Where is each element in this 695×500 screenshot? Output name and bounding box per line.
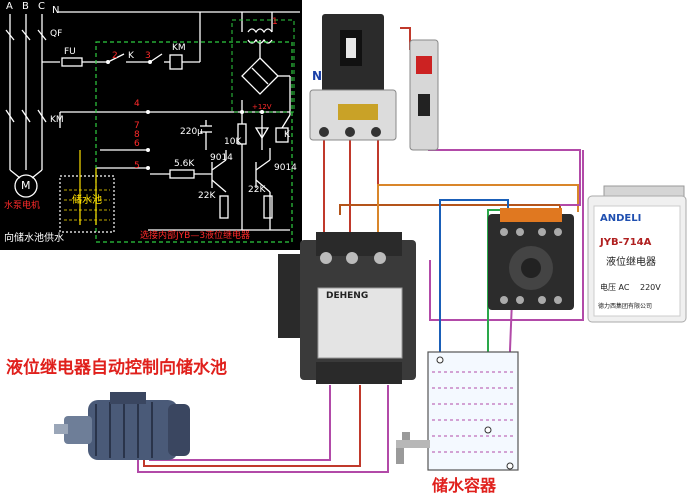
neutral-label: N xyxy=(52,5,60,16)
transistor-1-label: 9014 xyxy=(210,153,233,163)
bottom-right-caption: 选接内部JYB—3液位继电器 xyxy=(140,231,251,241)
motor-symbol-label: M xyxy=(21,179,31,192)
motor-caption: 水泵电机 xyxy=(4,201,41,211)
km-main-label: KM xyxy=(50,115,64,125)
wire-purple-2 xyxy=(429,150,584,321)
contactor-brand: DEHENG xyxy=(326,291,369,301)
transistor-2-label: 9014 xyxy=(274,163,297,173)
phase-a-label: A xyxy=(6,1,13,12)
wire-red-top xyxy=(400,27,411,50)
resistor-22k-label-1: 22K xyxy=(198,191,216,201)
water-faucet xyxy=(396,432,430,464)
water-pump-motor xyxy=(54,392,190,460)
photo-neutral-label: N xyxy=(312,69,323,83)
single-pole-switch xyxy=(409,39,439,151)
relay-brand: ANDELI xyxy=(600,213,642,224)
terminal-5: 5 xyxy=(134,161,140,171)
contactor xyxy=(278,232,416,384)
terminal-4: 4 xyxy=(134,99,140,109)
relay-voltage-label: 电压 AC xyxy=(600,283,630,292)
supply-voltage-label: +12V xyxy=(252,103,272,111)
schematic-panel: A B C N QF FU KM KM K K 2 3 4 6 7 8 5 1 … xyxy=(0,0,302,250)
pool-label: 储水池 xyxy=(72,195,102,206)
resistor-22k-label-2: 22K xyxy=(248,185,266,195)
km-coil-label: KM xyxy=(172,43,186,53)
water-container xyxy=(427,351,519,471)
wire-orange xyxy=(377,184,579,245)
relay-socket xyxy=(488,208,574,310)
wire-blue xyxy=(439,199,509,355)
transformer-number: 1 xyxy=(272,17,278,27)
wire-purple-1 xyxy=(428,149,581,206)
container-label: 储水容器 xyxy=(432,476,497,495)
relay-voltage-value: 220V xyxy=(640,283,661,292)
terminal-2: 2 xyxy=(112,51,118,61)
terminal-6: 6 xyxy=(134,139,140,149)
diagram-title: 液位继电器自动控制向储水池 xyxy=(6,358,227,378)
k-contact-label: K xyxy=(128,51,134,61)
relay-name: 液位继电器 xyxy=(606,257,656,268)
phase-c-label: C xyxy=(38,1,45,12)
k-coil-label: K xyxy=(284,130,290,140)
level-relay-module xyxy=(587,185,687,323)
phase-b-label: B xyxy=(22,1,29,12)
capacitor-label: 220μ xyxy=(180,127,203,137)
terminal-8: 8 xyxy=(134,130,140,140)
relay-maker: 德力西集团有限公司 xyxy=(598,303,653,310)
resistor-5-6k-label: 5.6K xyxy=(174,159,195,169)
circuit-breaker xyxy=(309,14,397,141)
terminal-7: 7 xyxy=(134,121,140,131)
terminal-3: 3 xyxy=(145,51,151,61)
bottom-left-caption: 向储水池供水 xyxy=(4,233,64,244)
qf-label: QF xyxy=(50,29,63,39)
fu-label: FU xyxy=(64,47,76,57)
resistor-10k-label: 10K xyxy=(224,137,242,147)
schematic-drawing xyxy=(5,11,300,243)
relay-model: JYB-714A xyxy=(600,237,652,248)
